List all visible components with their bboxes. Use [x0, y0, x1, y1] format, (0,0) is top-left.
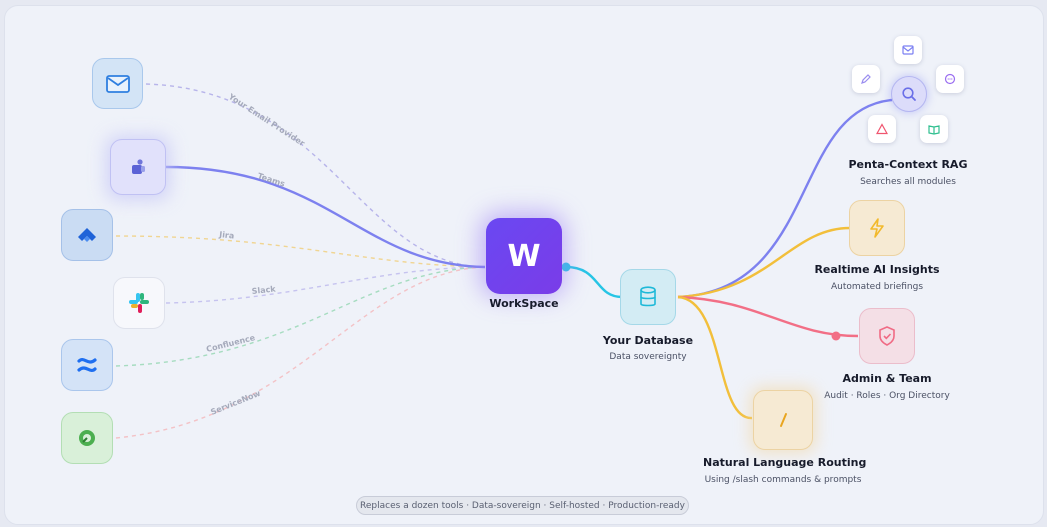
database-icon [640, 286, 656, 307]
admin-node[interactable] [859, 308, 915, 364]
search-icon [902, 87, 916, 101]
lightning-icon [870, 218, 884, 238]
rag-search-node[interactable] [891, 76, 927, 112]
rag-module-chat [936, 65, 964, 93]
servicenow-tile[interactable] [61, 412, 113, 464]
email-provider-tile[interactable] [92, 58, 143, 109]
insights-title: Realtime AI Insights [814, 263, 940, 276]
wire-routing [677, 295, 753, 420]
wire-jira [115, 235, 486, 268]
wire-email [145, 83, 486, 268]
routing-title: Natural Language Routing [703, 456, 867, 469]
teams-icon [132, 159, 145, 174]
teams-tile[interactable] [110, 139, 166, 195]
footer-badge: Replaces a dozen tools · Data-sovereign … [356, 496, 689, 515]
jira-tile[interactable] [61, 209, 113, 261]
wire-insights [677, 226, 851, 299]
routing-node[interactable] [753, 390, 813, 450]
rag-module-edit [852, 65, 880, 93]
wire-confluence [115, 266, 486, 367]
edit-icon [861, 74, 871, 84]
admin-subtitle: Audit · Roles · Org Directory [824, 391, 950, 401]
workspace-logo: W [507, 238, 541, 274]
mail-icon [902, 45, 914, 55]
jira-icon [78, 228, 96, 242]
wire-label-confluence: Confluence [205, 333, 256, 354]
insights-node[interactable] [849, 200, 905, 256]
database-subtitle: Data sovereignty [609, 352, 687, 362]
slash-icon [780, 413, 787, 427]
confluence-icon [77, 357, 97, 373]
rag-title: Penta-Context RAG [848, 158, 968, 171]
wire-servicenow [115, 266, 486, 439]
wire-rag [677, 98, 893, 299]
database-title: Your Database [602, 334, 694, 347]
wire-label-servicenow: ServiceNow [209, 388, 262, 416]
wire-hub-database [565, 265, 623, 299]
database-node[interactable] [620, 269, 676, 325]
servicenow-icon [79, 430, 95, 446]
envelope-icon [105, 74, 130, 93]
workspace-hub[interactable]: W [486, 218, 562, 294]
rag-module-mail [894, 36, 922, 64]
rag-module-book [920, 115, 948, 143]
chat-icon [944, 73, 956, 85]
rag-module-alert [868, 115, 896, 143]
alert-icon [876, 123, 888, 135]
wire-label-jira: Jira [218, 230, 235, 241]
insights-subtitle: Automated briefings [830, 282, 924, 292]
shield-icon [879, 326, 895, 346]
wire-label-teams: Teams [256, 171, 286, 188]
wire-label-slack: Slack [251, 284, 276, 296]
slack-tile[interactable] [113, 277, 165, 329]
rag-subtitle: Searches all modules [860, 177, 956, 187]
wire-slack [165, 266, 486, 304]
confluence-tile[interactable] [61, 339, 113, 391]
wire-teams [165, 165, 486, 269]
slack-icon [129, 293, 149, 313]
workspace-label: WorkSpace [489, 297, 559, 310]
routing-subtitle: Using /slash commands & prompts [704, 475, 862, 485]
wire-node-admin [831, 331, 841, 341]
admin-title: Admin & Team [842, 372, 932, 385]
wire-label-email: Your Email Provider [226, 92, 306, 148]
book-icon [928, 125, 940, 135]
